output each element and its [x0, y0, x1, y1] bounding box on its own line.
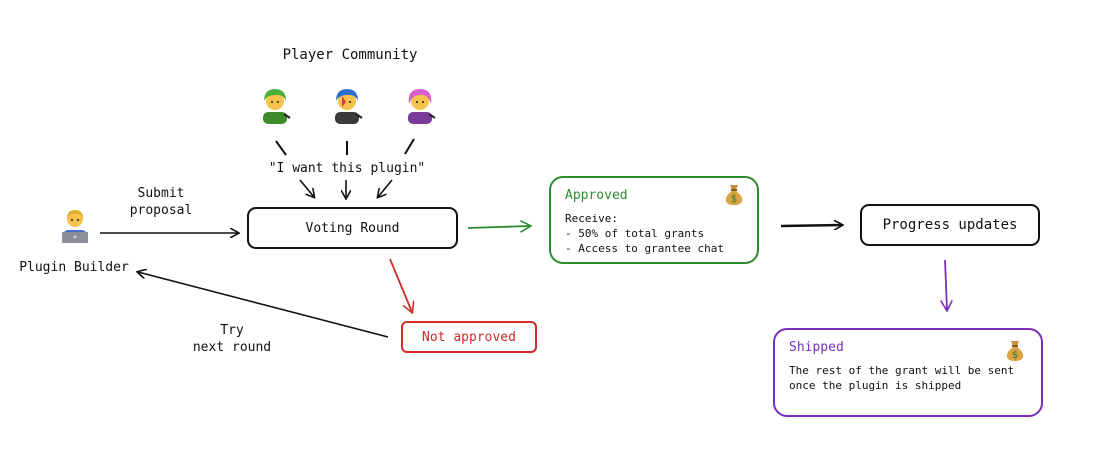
- progress-updates-label: Progress updates: [882, 217, 1018, 233]
- approved-line: Receive:: [565, 212, 618, 225]
- community-dash-1: [275, 140, 287, 156]
- shipped-body: The rest of the grant will be sent once …: [789, 363, 1027, 393]
- retry-arrow: [138, 272, 389, 338]
- community-dash-3: [404, 138, 415, 155]
- approved-card: Approved Receive: - 50% of total grants …: [549, 176, 759, 264]
- laptop-technologist-icon: [62, 210, 88, 243]
- approved-line: - 50% of total grants: [565, 227, 705, 240]
- retry-label: Try next round: [180, 322, 284, 356]
- approved-arrow: [467, 226, 530, 228]
- plugin-builder-label: Plugin Builder: [19, 260, 129, 275]
- not-approved-node: Not approved: [401, 321, 537, 353]
- green-hair-person-icon: [263, 89, 291, 124]
- submit-label-line-2: proposal: [129, 203, 193, 218]
- svg-text:$: $: [1012, 350, 1018, 361]
- progress-updates-node: Progress updates: [860, 204, 1040, 246]
- voting-round-label: Voting Round: [305, 220, 400, 236]
- submit-label-line-1: Submit: [137, 186, 185, 201]
- shipped-title: Shipped: [789, 340, 844, 355]
- retry-label-line-1: Try: [220, 323, 244, 338]
- community-arrow-1: [299, 179, 314, 197]
- voting-round-node: Voting Round: [247, 207, 458, 249]
- face-paint-person-icon: [335, 89, 363, 124]
- shipped-arrow: [945, 259, 947, 310]
- community-arrow-3: [378, 179, 393, 197]
- retry-label-line-2: next round: [192, 340, 272, 355]
- money-bag-icon: $: [725, 185, 743, 205]
- approved-title: Approved: [565, 188, 628, 203]
- community-quote: "I want this plugin": [268, 161, 426, 176]
- community-title: Player Community: [282, 47, 418, 63]
- rejected-arrow: [389, 258, 412, 312]
- submit-proposal-label: Submit proposal: [118, 185, 204, 219]
- approved-body: Receive: - 50% of total grants - Access …: [565, 211, 743, 256]
- pink-hair-person-icon: [408, 89, 436, 124]
- progress-arrow: [780, 225, 842, 226]
- money-bag-icon: $: [1006, 341, 1024, 361]
- svg-text:$: $: [731, 194, 737, 205]
- shipped-line: The rest of the grant will be sent: [789, 364, 1015, 377]
- shipped-line: once the plugin is shipped: [789, 379, 962, 392]
- shipped-card: Shipped The rest of the grant will be se…: [773, 328, 1043, 417]
- not-approved-label: Not approved: [422, 329, 516, 345]
- approved-line: - Access to grantee chat: [565, 242, 724, 255]
